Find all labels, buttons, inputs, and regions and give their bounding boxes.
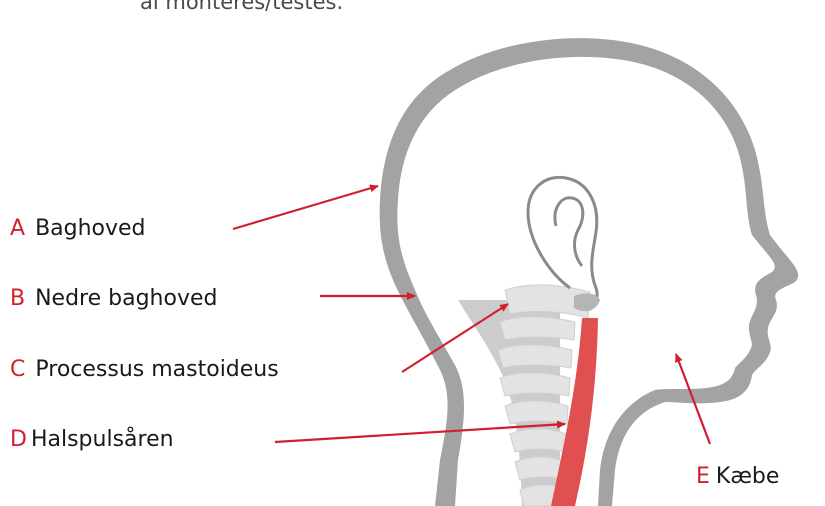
label-letter-d: D — [10, 427, 27, 452]
label-letter-c: C — [10, 357, 25, 382]
arrow-a — [233, 186, 378, 229]
label-text-e: Kæbe — [716, 464, 780, 489]
label-nedre-baghoved: B Nedre baghoved — [10, 288, 217, 310]
label-text-c: Processus mastoideus — [35, 357, 278, 382]
label-text-d: Halspulsåren — [31, 427, 174, 452]
label-text-a: Baghoved — [35, 216, 145, 241]
label-letter-a: A — [10, 216, 25, 241]
label-processus-mastoideus: C Processus mastoideus — [10, 359, 279, 381]
label-text-b: Nedre baghoved — [35, 286, 217, 311]
label-baghoved: A Baghoved — [10, 218, 146, 240]
label-letter-e: E — [696, 464, 710, 489]
label-letter-b: B — [10, 286, 25, 311]
